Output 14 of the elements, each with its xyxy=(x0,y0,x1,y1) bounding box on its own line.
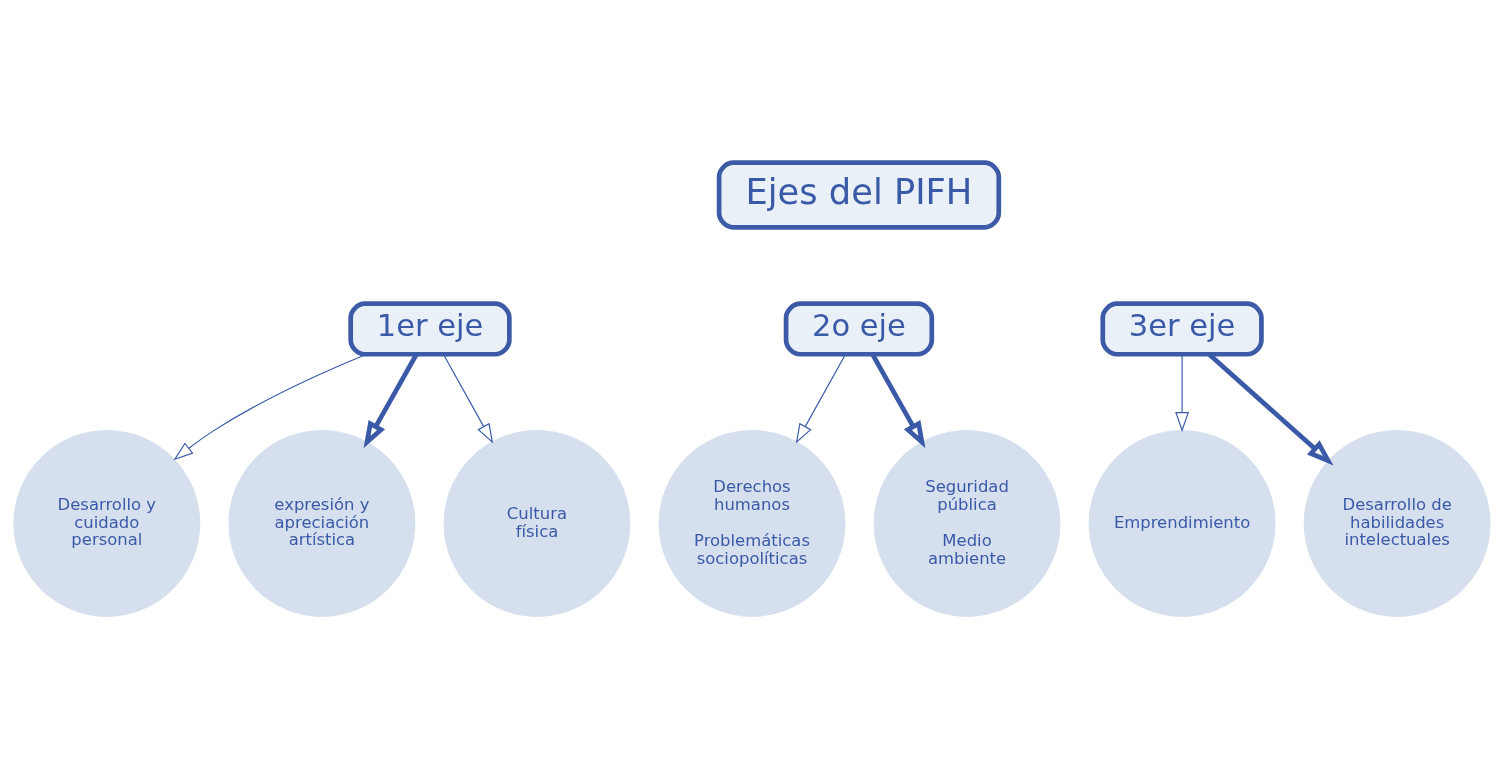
arrow xyxy=(795,353,846,444)
node-circle: Emprendimiento xyxy=(1088,429,1276,617)
node-box: 2o eje xyxy=(783,300,935,357)
node-circle: expresión y apreciación artística xyxy=(228,429,416,617)
node-box: 1er eje xyxy=(348,300,512,357)
node-circle: Cultura física xyxy=(443,429,631,617)
node-circle: Desarrollo y cuidado personal xyxy=(13,429,201,617)
arrow xyxy=(173,353,367,460)
node-circle: Seguridad pública Medio ambiente xyxy=(873,429,1061,617)
arrow xyxy=(1175,353,1190,432)
arrow xyxy=(442,353,494,444)
node-box: Ejes del PIFH xyxy=(716,159,1002,230)
node-circle: Derechos humanos Problemáticas sociopolíticas xyxy=(658,429,846,617)
node-box: 3er eje xyxy=(1100,300,1264,357)
